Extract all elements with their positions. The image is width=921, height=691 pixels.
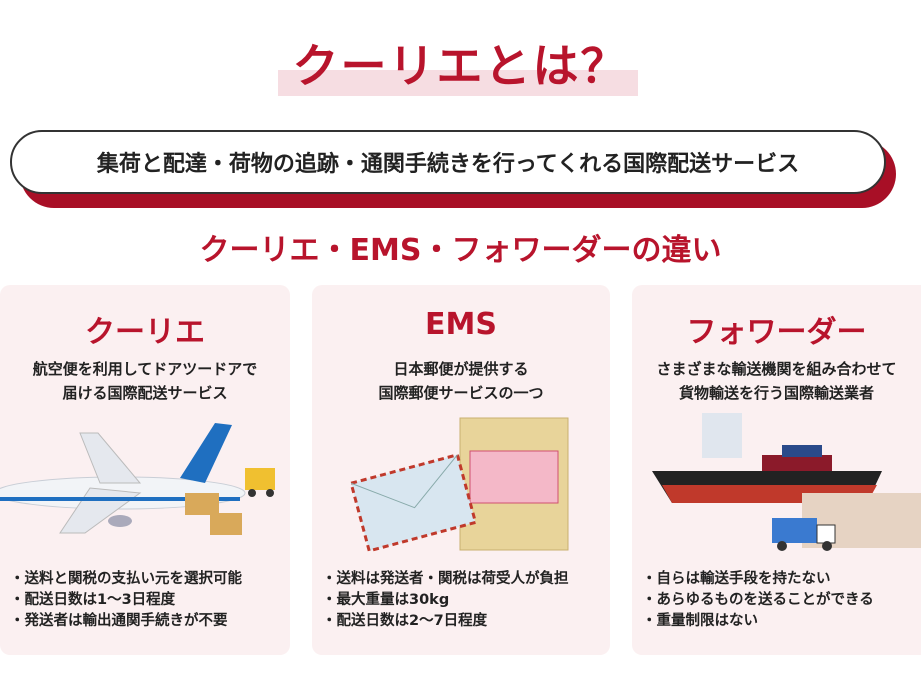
card-title: EMS [425,307,497,342]
desc-line: 届ける国際配送サービス [62,384,228,402]
card-forwarder: フォワーダー さまざまな輸送機関を組み合わせて 貨物輸送を行う国際輸送業者 ・自… [632,285,921,655]
envelope-illustration [349,417,569,553]
card-description: 日本郵便が提供する 国際郵便サービスの一つ [312,357,610,405]
point-item: ・あらゆるものを送ることができる [642,592,874,608]
point-item: ・配送日数は1～3日程度 [10,592,176,608]
card-points: ・送料は発送者・関税は荷受人が負担 ・最大重量は30kg ・配送日数は2～7日程… [322,569,569,632]
definition-box: 集荷と配達・荷物の追跡・通関手続きを行ってくれる国際配送サービス [10,130,886,194]
airplane-illustration [0,423,275,535]
card-description: さまざまな輸送機関を組み合わせて 貨物輸送を行う国際輸送業者 [632,357,921,405]
card-title: フォワーダー [686,315,867,350]
point-item: ・発送者は輸出通関手続きが不要 [10,613,228,629]
page-title: クーリエとは？ [292,39,629,93]
desc-line: 日本郵便が提供する [393,360,529,378]
desc-line: 航空便を利用してドアツードアで [32,360,258,378]
title-highlight [278,70,638,96]
card-courier: クーリエ 航空便を利用してドアツードアで 届ける国際配送サービス ・送料と関税の… [0,285,290,655]
card-ems: EMS 日本郵便が提供する 国際郵便サービスの一つ ・送料は発送者・関税は荷受人… [312,285,610,655]
card-title: クーリエ [85,315,205,350]
desc-line: さまざまな輸送機関を組み合わせて [656,360,897,378]
card-points: ・送料と関税の支払い元を選択可能 ・配送日数は1～3日程度 ・発送者は輸出通関手… [10,569,242,632]
point-item: ・送料は発送者・関税は荷受人が負担 [322,571,569,587]
desc-line: 国際郵便サービスの一つ [378,384,544,402]
card-points: ・自らは輸送手段を持たない ・あらゆるものを送ることができる ・重量制限はない [642,569,874,632]
point-item: ・最大重量は30kg [322,592,450,608]
point-item: ・重量制限はない [642,613,758,629]
point-item: ・配送日数は2～7日程度 [322,613,488,629]
comparison-heading: クーリエ・EMS・フォワーダーの違い [199,233,722,268]
card-description: 航空便を利用してドアツードアで 届ける国際配送サービス [0,357,290,405]
point-item: ・送料と関税の支払い元を選択可能 [10,571,242,587]
point-item: ・自らは輸送手段を持たない [642,571,831,587]
ship-truck-illustration [652,413,921,551]
desc-line: 貨物輸送を行う国際輸送業者 [678,384,874,402]
